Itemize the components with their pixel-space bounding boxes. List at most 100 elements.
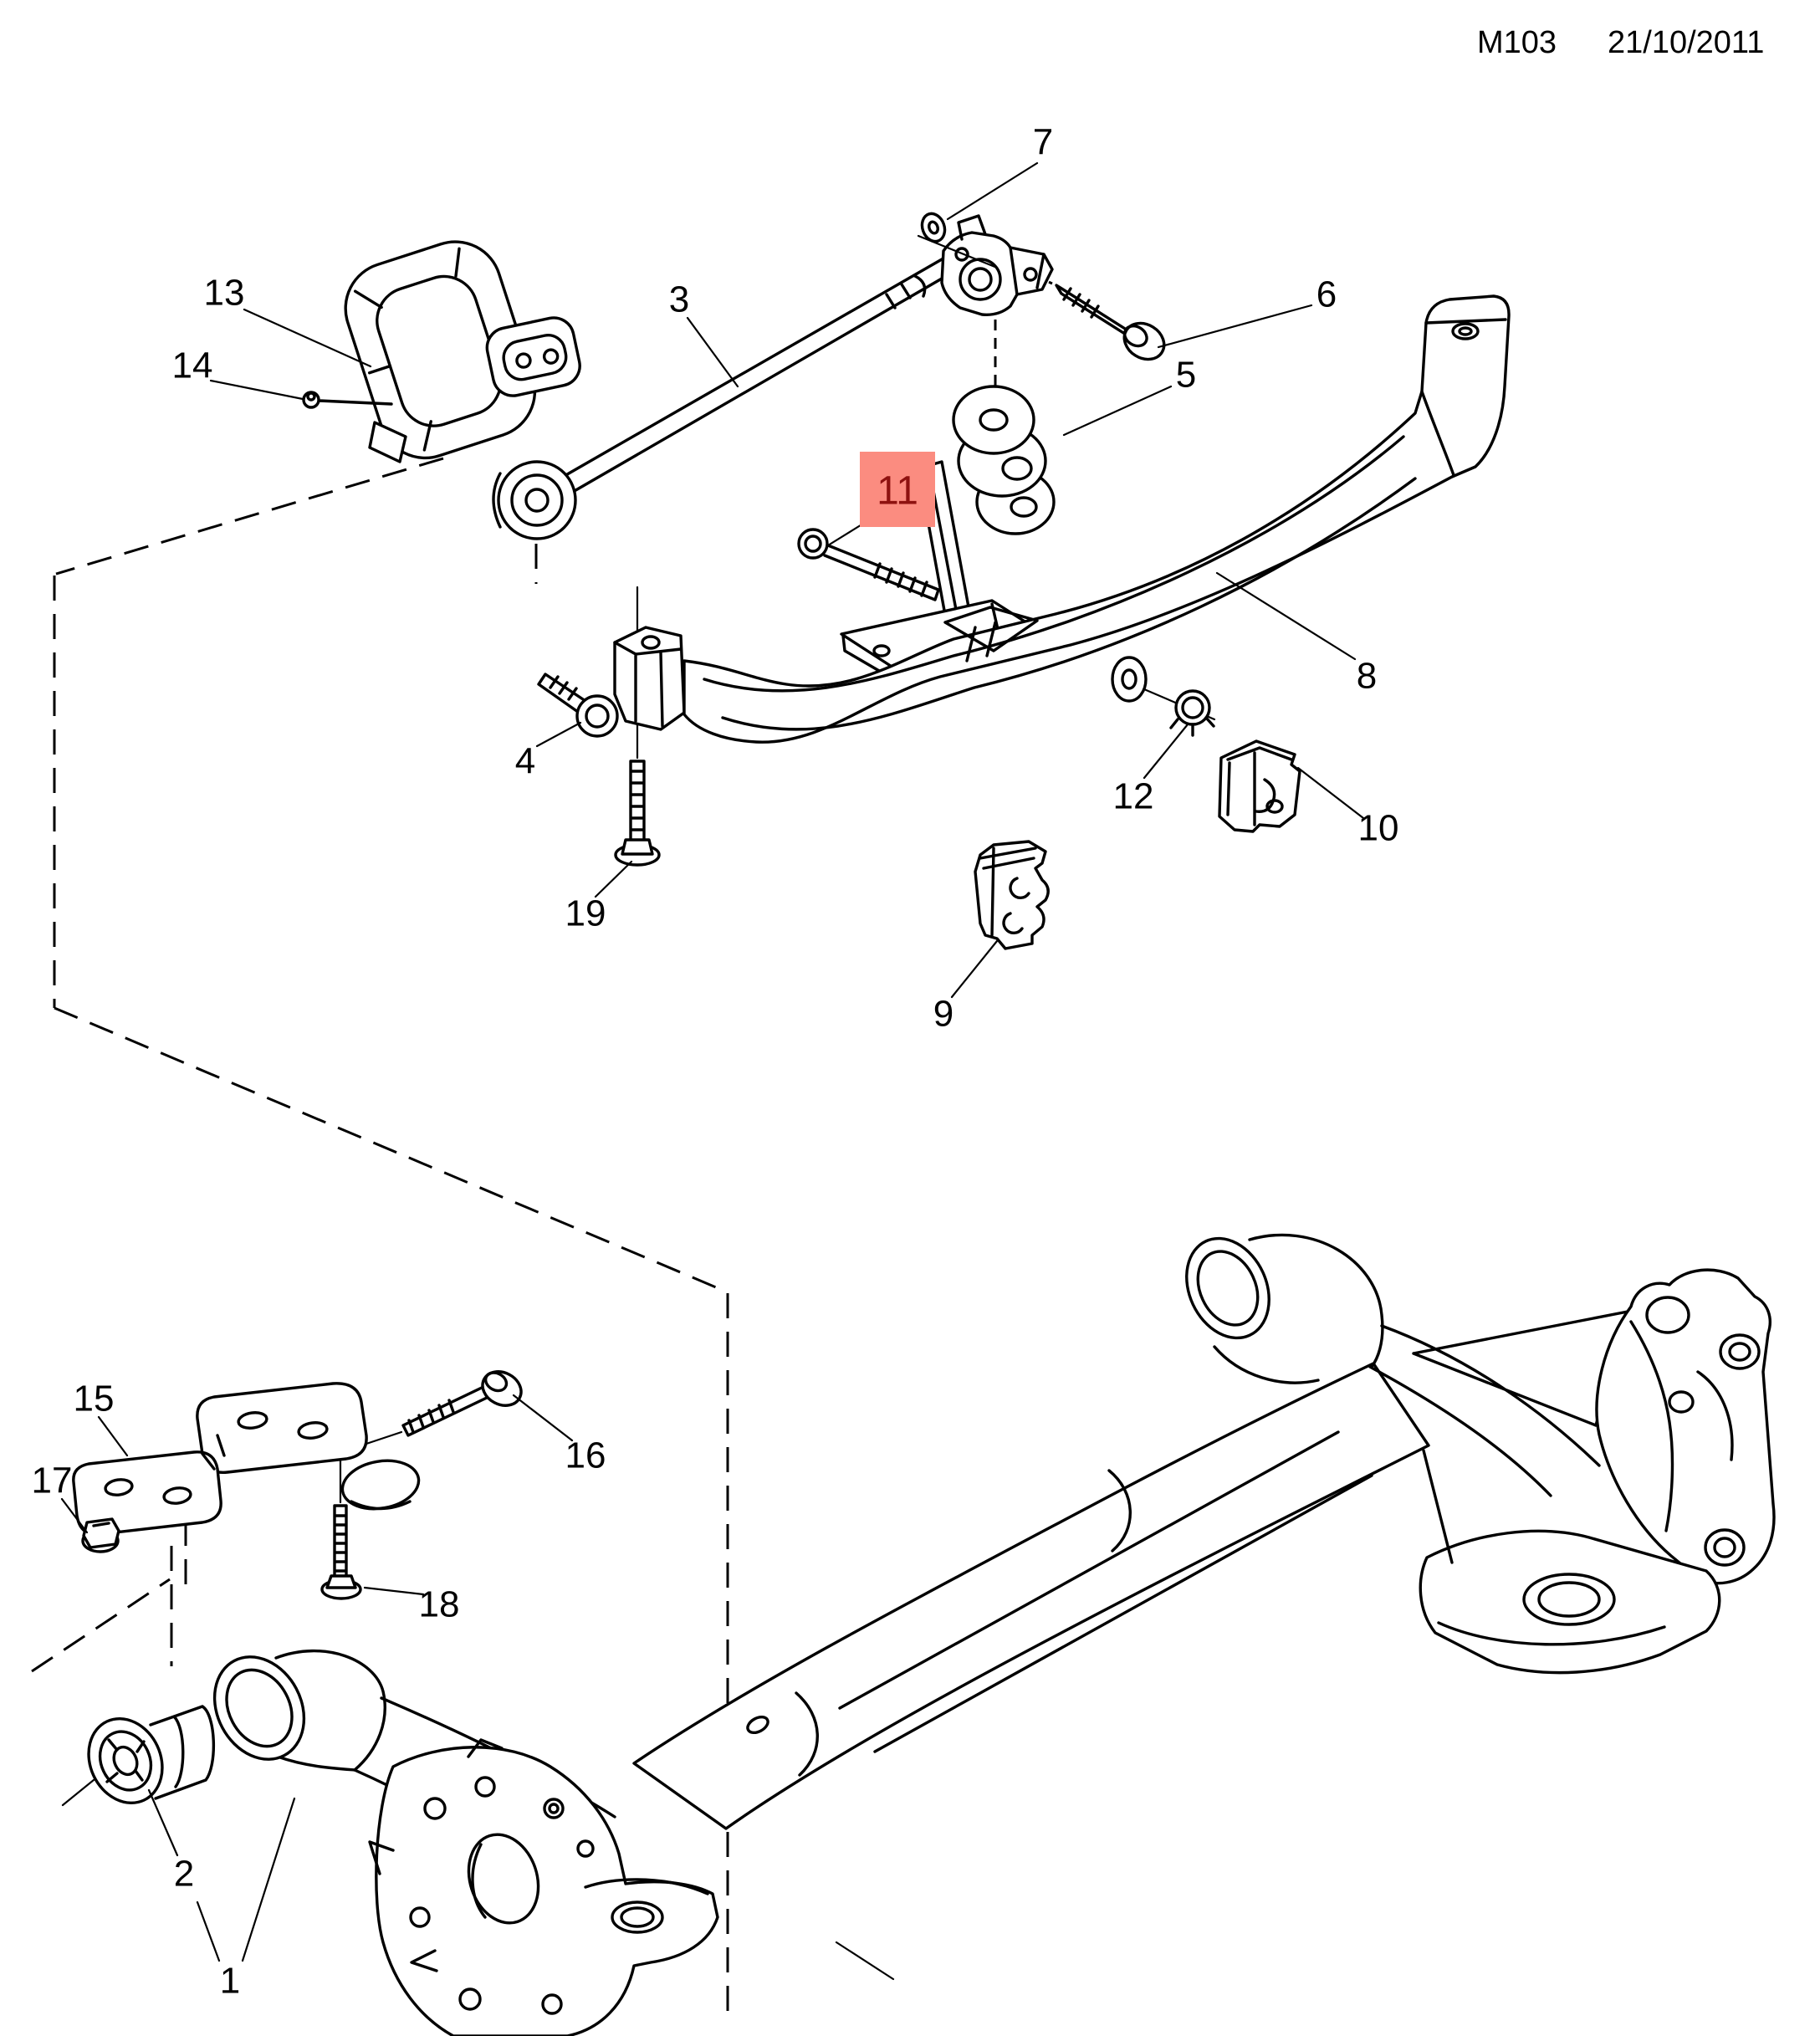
callout-18[interactable]: 18 <box>419 1584 460 1625</box>
part-14-screw <box>302 391 393 409</box>
part-15-bracket <box>72 1382 421 1537</box>
nut12-flange <box>1174 689 1211 726</box>
bolt19-shank <box>629 760 646 842</box>
part-16-bolt <box>401 1370 523 1437</box>
rod-end-clamp <box>940 214 1054 316</box>
bolt18-shank <box>333 1504 348 1579</box>
shock-bracket-hole-2 <box>1719 1333 1761 1370</box>
puck-top <box>952 385 1035 455</box>
part-9-clip-bracket <box>974 840 1050 950</box>
bolt4-flange <box>575 694 619 738</box>
bolt16-head <box>483 1371 509 1393</box>
right-eye-bore <box>1196 1250 1260 1327</box>
sleeve-outer <box>212 1655 306 1761</box>
puck-mid-bore <box>1001 456 1033 481</box>
beam-grommet-bore <box>1121 668 1138 690</box>
callout-17[interactable]: 17 <box>32 1460 73 1501</box>
right-spring-seat <box>1419 1449 1721 1675</box>
seat-hole <box>611 1900 664 1934</box>
washer-outer <box>920 212 947 243</box>
right-eye-housing <box>1213 1233 1384 1384</box>
construction-dash-lines <box>31 457 729 2024</box>
bracket15-upper-pad <box>196 1382 368 1475</box>
callout-7[interactable]: 7 <box>1033 122 1053 163</box>
shock-bracket-hole-2-bore <box>1728 1342 1751 1362</box>
puck-bottom-bore <box>1010 496 1038 518</box>
part-2-bushing <box>87 1705 216 1805</box>
part-13-heatshield-bracket <box>344 240 581 463</box>
callout-4[interactable]: 4 <box>515 741 535 782</box>
callout-12[interactable]: 12 <box>1113 776 1154 817</box>
shock-bracket-hole-4 <box>1704 1528 1746 1567</box>
bracket-foot <box>368 421 407 463</box>
rod-bushing-bore <box>524 488 550 513</box>
bolt4-shank <box>537 673 592 718</box>
callout-8[interactable]: 8 <box>1357 656 1377 697</box>
bushing2-outer <box>87 1716 164 1805</box>
callout-15[interactable]: 15 <box>74 1379 115 1420</box>
callout-14[interactable]: 14 <box>172 345 213 386</box>
bracket15-slot-3 <box>104 1478 134 1496</box>
tube-seams <box>795 1430 1373 1777</box>
part-10-clip-bracket <box>1218 739 1301 833</box>
part-3-control-rod <box>492 251 965 540</box>
clip10-details <box>1226 746 1293 826</box>
bolt18-head <box>325 1574 357 1589</box>
callout-11[interactable]: 11 <box>877 469 918 514</box>
callout-3[interactable]: 3 <box>669 279 689 320</box>
rod-bushing-outer <box>497 460 577 540</box>
callout-5[interactable]: 5 <box>1176 355 1196 396</box>
right-seat-body <box>1419 1529 1721 1675</box>
bolt11-flange <box>797 528 829 560</box>
clamp-eye-bore <box>968 267 993 292</box>
crossmember-left-bracket <box>613 626 686 731</box>
callout-13[interactable]: 13 <box>204 273 245 314</box>
screw-body <box>302 391 393 409</box>
bushing2-spokes <box>105 1738 146 1783</box>
callout-6[interactable]: 6 <box>1316 274 1337 315</box>
bolt6-flange <box>1122 321 1166 361</box>
crossmember-contours <box>703 318 1507 731</box>
bracket15-lower-pad <box>72 1450 222 1537</box>
bolt6-shank <box>1055 284 1138 343</box>
bracket-tab-holes <box>515 348 560 369</box>
bushing2-mid <box>98 1730 153 1792</box>
right-arm-eye <box>1185 1233 1629 1497</box>
shock-bracket-body <box>1595 1268 1776 1585</box>
spindle-tabs <box>368 1738 504 1972</box>
highlighted-callout-11[interactable]: 11 <box>860 452 935 527</box>
right-seat-hole-inner <box>1537 1581 1601 1618</box>
nut17-detail <box>92 1522 110 1527</box>
callout-11-highlight-box[interactable] <box>860 452 935 527</box>
clip9-details <box>979 847 1037 937</box>
spindle-plate <box>375 1746 719 2036</box>
part-1-trailing-arm <box>212 1650 719 2036</box>
tube-body <box>632 1362 1430 1830</box>
bracket15-slot-4 <box>162 1486 192 1505</box>
callout-9[interactable]: 9 <box>933 994 953 1035</box>
pad-hole <box>1451 322 1480 340</box>
part-4-bolt <box>537 673 619 738</box>
part-5-bushing-stack <box>952 385 1056 535</box>
seat-hole-inner <box>620 1906 655 1928</box>
bolt16-shank <box>401 1385 490 1437</box>
puck-top-bore <box>979 408 1009 432</box>
spindle-oval-shade <box>471 1843 487 1919</box>
right-seat-hole <box>1522 1573 1616 1626</box>
callout-1[interactable]: 1 <box>220 1961 240 2002</box>
rod-collar <box>885 274 927 309</box>
clip10-body <box>1218 739 1301 833</box>
callout-2[interactable]: 2 <box>174 1854 194 1895</box>
rod-bushing-mid <box>510 473 564 527</box>
shock-bracket-contours <box>1629 1320 1734 1532</box>
callout-10[interactable]: 10 <box>1358 808 1399 849</box>
callout-19[interactable]: 19 <box>565 893 606 934</box>
seat-edge <box>584 1878 709 1895</box>
clamp-details <box>954 214 1045 296</box>
bracket15-boss <box>340 1459 421 1511</box>
part-12-nut <box>1169 689 1215 737</box>
part-18-bolt <box>320 1504 362 1600</box>
callout-16[interactable]: 16 <box>565 1435 606 1476</box>
